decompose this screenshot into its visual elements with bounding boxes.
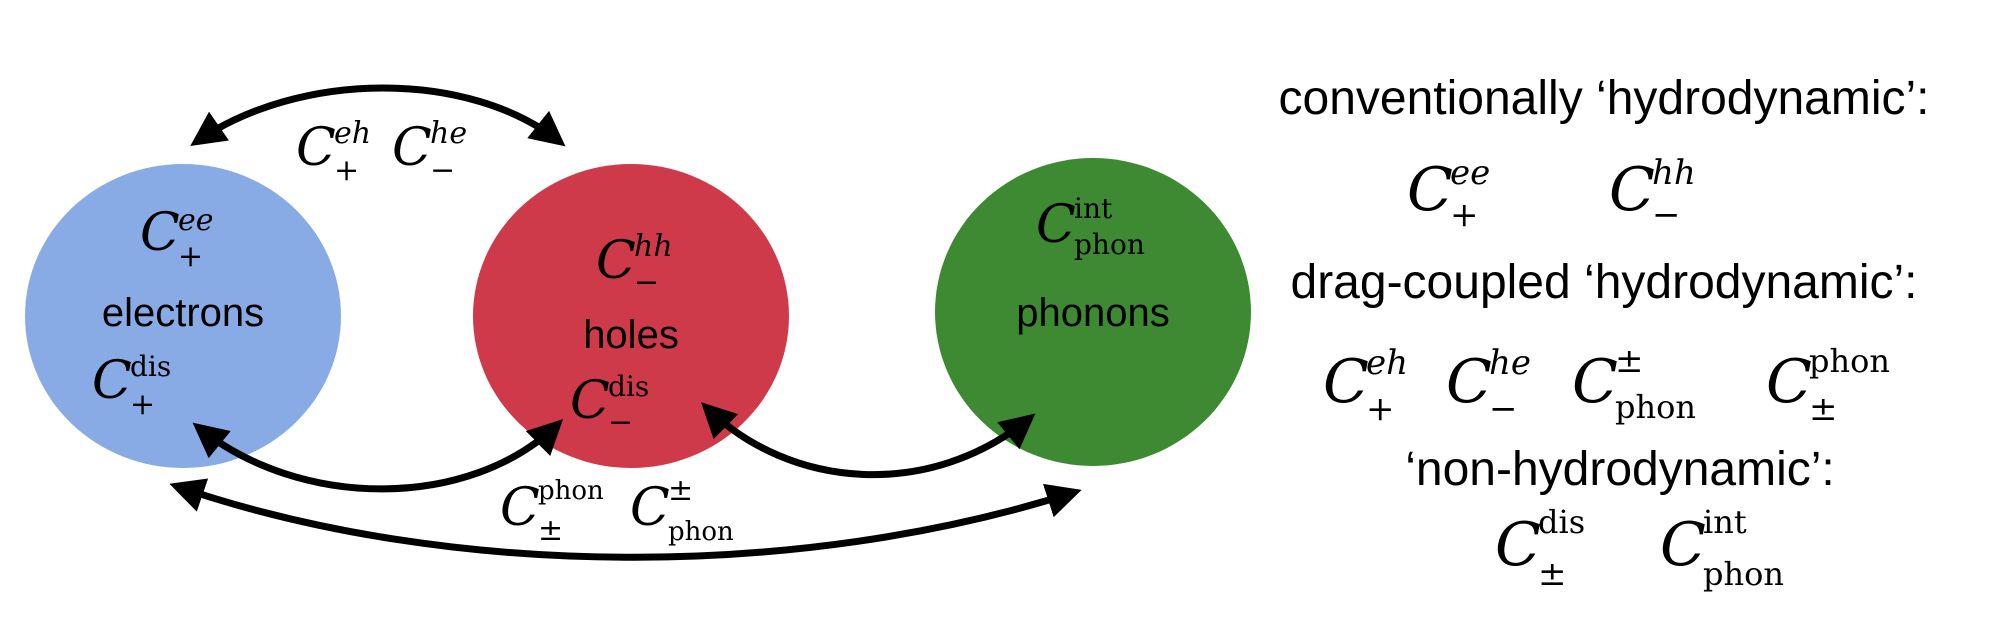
plus-subscript: + bbox=[334, 153, 359, 188]
eh-superscript: eh bbox=[1366, 343, 1408, 383]
holes-hh-symbol: C hh − bbox=[596, 229, 673, 300]
c-symbol: C bbox=[1446, 347, 1492, 417]
holes-node bbox=[473, 164, 789, 468]
dis-superscript: dis bbox=[130, 350, 171, 383]
electrons-ee-symbol: C ee + bbox=[140, 203, 214, 274]
edge-label-eh-he: C eh + C he − bbox=[296, 116, 467, 188]
c-symbol: C bbox=[1572, 347, 1618, 417]
electrons-node bbox=[25, 164, 341, 468]
non-heading: ‘non-hydrodynamic’: bbox=[1405, 443, 1835, 496]
electron-phonon-arrow bbox=[169, 478, 1082, 561]
electron-hole-top-arrow bbox=[190, 84, 566, 147]
he-superscript: he bbox=[430, 116, 467, 151]
pm-subscript: ± bbox=[1538, 554, 1567, 594]
c-symbol: C bbox=[296, 118, 336, 178]
minus-subscript: − bbox=[1489, 389, 1518, 429]
c-symbol: C bbox=[140, 203, 180, 263]
c-symbol: C bbox=[1766, 347, 1812, 417]
ee-superscript: ee bbox=[1450, 153, 1490, 193]
drag-heading: drag-coupled ‘hydrodynamic’: bbox=[1291, 256, 1918, 309]
c-symbol: C bbox=[570, 371, 610, 431]
c-symbol: C bbox=[1323, 347, 1369, 417]
c-symbol: C bbox=[1036, 195, 1076, 255]
pm-superscript: ± bbox=[1615, 341, 1644, 381]
plus-subscript: + bbox=[130, 387, 155, 422]
electrons-dis-symbol: C dis + bbox=[92, 350, 171, 422]
electrons-label: electrons bbox=[102, 291, 264, 335]
c-symbol: C bbox=[392, 118, 432, 178]
he-superscript: he bbox=[1489, 343, 1531, 383]
hh-superscript: hh bbox=[634, 229, 673, 264]
plus-subscript: + bbox=[1450, 195, 1479, 235]
phon-subscript: phon bbox=[1615, 388, 1696, 426]
dis-superscript: dis bbox=[608, 370, 649, 403]
phon-subscript: phon bbox=[668, 517, 734, 547]
int-superscript: int bbox=[1074, 192, 1113, 225]
phon-superscript: phon bbox=[1809, 342, 1890, 380]
c-symbol: C bbox=[596, 231, 636, 291]
hh-superscript: hh bbox=[1652, 153, 1696, 193]
c-symbol: C bbox=[1660, 510, 1706, 580]
plus-subscript: + bbox=[178, 239, 203, 274]
pm-subscript: ± bbox=[1809, 389, 1838, 429]
legend-drag-symbols: C eh + C he − C ± phon C phon ± bbox=[1323, 341, 1890, 429]
c-symbol: C bbox=[1609, 155, 1655, 225]
c-symbol: C bbox=[1495, 510, 1541, 580]
phonons-label: phonons bbox=[1016, 291, 1169, 335]
eh-superscript: eh bbox=[334, 116, 371, 151]
c-symbol: C bbox=[92, 351, 132, 411]
legend-non-symbols: C dis ± C int phon bbox=[1495, 503, 1784, 594]
conventional-heading: conventionally ‘hydrodynamic’: bbox=[1279, 72, 1930, 125]
phonons-node bbox=[935, 158, 1251, 466]
holes-dis-symbol: C dis − bbox=[570, 370, 649, 440]
ee-superscript: ee bbox=[178, 203, 214, 238]
holes-label: holes bbox=[583, 313, 679, 357]
legend-conventional-symbols: C ee + C hh − bbox=[1407, 153, 1696, 235]
dis-superscript: dis bbox=[1538, 503, 1585, 541]
phon-subscript: phon bbox=[1074, 228, 1145, 261]
c-symbol: C bbox=[1407, 155, 1453, 225]
minus-subscript: − bbox=[608, 405, 633, 440]
edge-label-phon: C phon ± C ± phon bbox=[500, 473, 734, 548]
plus-subscript: + bbox=[1366, 389, 1395, 429]
minus-subscript: − bbox=[634, 265, 659, 300]
phon-superscript: phon bbox=[538, 476, 604, 506]
c-symbol: C bbox=[630, 478, 670, 538]
pm-subscript: ± bbox=[538, 513, 563, 548]
c-symbol: C bbox=[500, 478, 540, 538]
hole-phonon-arrow bbox=[701, 402, 1036, 479]
phon-subscript: phon bbox=[1703, 555, 1784, 593]
minus-subscript: − bbox=[1652, 195, 1681, 235]
phonons-int-symbol: C int phon bbox=[1036, 192, 1145, 261]
int-superscript: int bbox=[1703, 503, 1747, 541]
minus-subscript: − bbox=[430, 153, 455, 188]
pm-superscript: ± bbox=[668, 473, 693, 508]
